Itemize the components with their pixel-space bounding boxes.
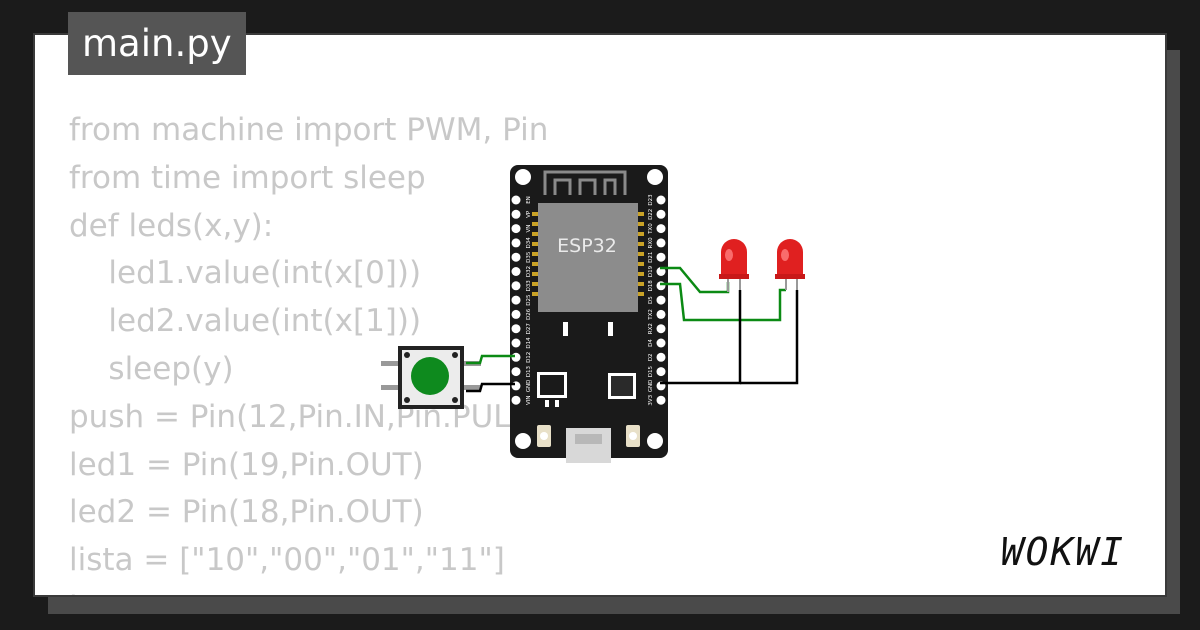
- board-pin[interactable]: [511, 267, 521, 276]
- board-pin-label: D35: [526, 251, 532, 263]
- logo-text: WOKWI: [1001, 530, 1125, 574]
- board-pin-label: D26: [526, 308, 532, 320]
- board-pin[interactable]: [656, 238, 666, 248]
- code-listing: from machine import PWM, Pin from time im…: [69, 107, 549, 595]
- wire-button-gnd: [466, 382, 515, 393]
- board-pin[interactable]: [656, 252, 666, 262]
- board-pin[interactable]: [511, 252, 521, 262]
- board-pin[interactable]: [511, 324, 521, 334]
- button-cap: [411, 357, 449, 395]
- board-pin[interactable]: [656, 338, 666, 348]
- board-pin[interactable]: [511, 295, 521, 305]
- board-pin[interactable]: [511, 209, 521, 219]
- board-pin-label: EN: [526, 196, 532, 204]
- wire-d19-led1: [660, 266, 730, 294]
- led-2[interactable]: [775, 239, 805, 290]
- board-pin[interactable]: [656, 352, 666, 362]
- board-pin[interactable]: [656, 195, 666, 205]
- led-1[interactable]: [719, 239, 749, 292]
- board-pin-label: D18: [648, 280, 654, 292]
- code-line: led2.value(int(x[1])): [69, 303, 422, 340]
- chip-label: ESP32: [557, 235, 617, 257]
- board-pin[interactable]: [511, 367, 521, 377]
- code-line: led1 = Pin(19,Pin.OUT): [69, 446, 424, 483]
- board-pin[interactable]: [511, 395, 521, 405]
- board-pin-label: D23: [648, 194, 654, 206]
- board-pin[interactable]: [656, 209, 666, 219]
- board-pin[interactable]: [656, 367, 666, 377]
- board-pin[interactable]: [511, 195, 521, 205]
- code-line: sleep(y): [69, 350, 234, 387]
- board-pin-label: D21: [648, 252, 654, 263]
- board-pin[interactable]: [656, 324, 666, 334]
- board-pin-label: TX2: [648, 309, 654, 321]
- wire-gnd-led1: [660, 290, 742, 385]
- code-line: i = 0: [69, 585, 548, 595]
- code-line: lista = ["10","00","01","11"]: [69, 542, 505, 579]
- code-line: def leds(x,y):: [69, 207, 274, 244]
- board-pin-label: D22: [648, 209, 654, 220]
- board-pin-label: D27: [526, 323, 532, 335]
- board-pin-label: VP: [526, 210, 532, 218]
- board-pin-label: RX0: [648, 237, 654, 249]
- board-pin-label: D15: [648, 365, 654, 377]
- push-button[interactable]: [381, 346, 481, 409]
- code-line: led2 = Pin(18,Pin.OUT): [69, 494, 424, 531]
- board-pin[interactable]: [511, 309, 521, 319]
- board-pin-label: D4: [648, 339, 654, 347]
- code-line: from time import sleep: [69, 159, 426, 196]
- board-pin[interactable]: [656, 395, 666, 405]
- wokwi-logo: WOKWI: [1001, 530, 1125, 574]
- board-pin[interactable]: [656, 309, 666, 319]
- board-pin-label: D2: [648, 353, 654, 361]
- code-line: push = Pin(12,Pin.IN,Pin.PULL: [69, 398, 528, 435]
- board-pin-label: D13: [526, 365, 532, 377]
- wire-d18-led2: [660, 282, 786, 322]
- board-pin[interactable]: [511, 338, 521, 348]
- code-line: from machine import PWM, Pin: [69, 112, 549, 148]
- board-pin[interactable]: [511, 238, 521, 248]
- board-pin-label: TX0: [648, 223, 654, 235]
- board-pin[interactable]: [656, 224, 666, 234]
- board-pin-label: D19: [648, 265, 654, 277]
- file-tab[interactable]: main.py: [68, 12, 246, 75]
- board-pin[interactable]: [511, 281, 521, 291]
- board-pin[interactable]: [511, 352, 521, 362]
- esp32-board[interactable]: ESP32 ENVPVND34D35D32D33D25D26D27D14D12D…: [510, 165, 668, 463]
- board-pin-label: D33: [526, 280, 532, 292]
- board-pin-label: D14: [526, 337, 532, 349]
- board-pin-label: D32: [526, 266, 532, 277]
- board-pin[interactable]: [511, 224, 521, 234]
- wires: [466, 266, 799, 393]
- board-pin-label: GND: [648, 380, 654, 393]
- code-line: led1.value(int(x[0])): [69, 255, 422, 292]
- board-pin-label: GND: [526, 380, 532, 393]
- board-pin-label: RX2: [648, 323, 654, 334]
- board-pin-label: D25: [526, 294, 532, 306]
- board-pin-label: VIN: [526, 395, 532, 405]
- board-pin[interactable]: [656, 295, 666, 305]
- esp32-chip: [538, 203, 638, 312]
- board-pin-label: 3V3: [648, 394, 654, 405]
- board-pin-label: D5: [648, 296, 654, 304]
- board-pin[interactable]: [656, 281, 666, 291]
- wire-gnd-led2: [740, 290, 799, 385]
- board-pin-label: D34: [526, 237, 532, 249]
- board-pin-label: VN: [526, 225, 532, 233]
- wire-button-d12: [466, 354, 515, 365]
- board-pin-label: D12: [526, 352, 532, 363]
